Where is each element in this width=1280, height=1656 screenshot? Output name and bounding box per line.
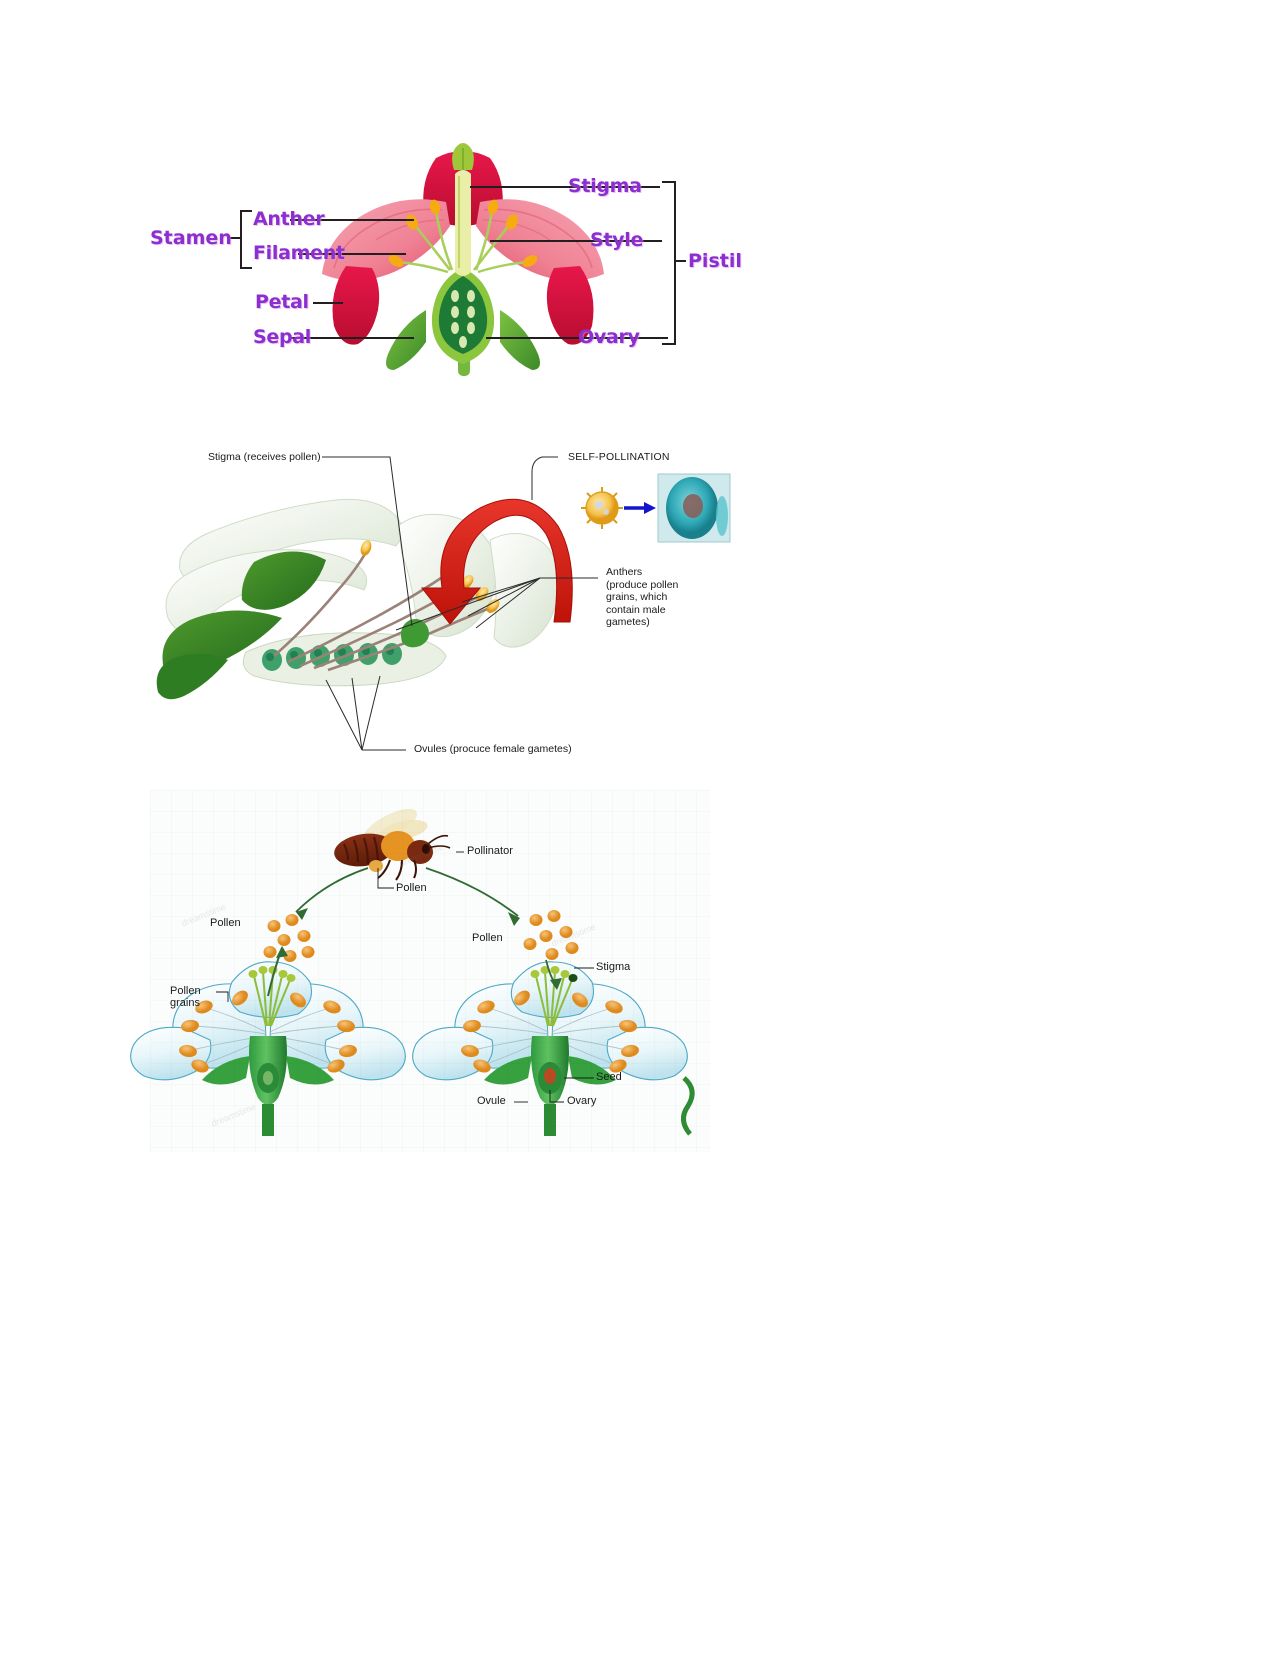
label-stigma: Stigma [568, 175, 642, 197]
leader-petal [313, 302, 343, 304]
pollen-cloud-left [263, 914, 315, 962]
label-sepal: Sepal [253, 326, 312, 348]
ovules [451, 290, 475, 348]
leader-stigma [470, 186, 660, 188]
label-pollinator: Pollinator [467, 845, 513, 857]
blue-arrow-icon [624, 502, 656, 514]
anther [522, 255, 538, 267]
anther [505, 214, 519, 230]
anther [487, 199, 499, 215]
label-pollen-on-bee: Pollen [396, 882, 427, 894]
leader-anther [290, 219, 414, 221]
flower-right [412, 961, 688, 1136]
bracket-stamen [240, 210, 252, 269]
sepal-left [386, 310, 426, 370]
pollen-grains-left [179, 990, 357, 1073]
label-self-pollination-title: SELF-POLLINATION [568, 451, 670, 463]
label-ovary: Ovary [567, 1095, 597, 1107]
label-seed: Seed [596, 1071, 622, 1083]
self-pollination-arrow [420, 498, 573, 625]
micrograph-thumbnail [657, 473, 731, 543]
stem-curl [681, 1076, 695, 1136]
pollen-grains-right [461, 990, 639, 1073]
label-pistil: Pistil [688, 250, 742, 272]
pollen-transfer-arrows [295, 867, 519, 917]
label-anthers-description: Anthers (produce pollen grains, which co… [606, 566, 679, 628]
leader-lines [322, 456, 598, 751]
pollen-cloud-right [523, 910, 579, 960]
anther [405, 214, 419, 230]
label-anther: Anther [253, 208, 325, 230]
petal-lower-left [332, 266, 380, 345]
leaf-upper [241, 551, 326, 610]
label-petal: Petal [255, 291, 309, 313]
label-pollen-right: Pollen [472, 932, 503, 944]
label-ovule: Ovule [477, 1095, 506, 1107]
stamens [388, 199, 538, 274]
leader-filament [298, 253, 406, 255]
petal-lower-right [546, 266, 594, 345]
arrowhead-release [276, 946, 288, 958]
leader-style [490, 240, 662, 242]
arrowhead-left [296, 908, 308, 920]
anther [429, 199, 441, 215]
leaf-bottom [156, 653, 228, 700]
petal-left [322, 199, 450, 281]
seed [544, 1068, 556, 1084]
bracket-pistil [662, 181, 676, 345]
bracket-pistil-tick [674, 260, 686, 262]
self-pollination-illustration [156, 456, 731, 751]
flower-anatomy-illustration [322, 143, 604, 376]
label-pollen-left: Pollen [210, 917, 241, 929]
figure-self-pollination: Stigma (receives pollen) SELF-POLLINATIO… [150, 430, 731, 775]
label-pollen-grains: Pollen grains [170, 985, 201, 1009]
cross-pollination-illustration [130, 808, 695, 1136]
bee-pollinator [334, 808, 451, 881]
pollen-grain-icon [581, 487, 623, 529]
bracket-stamen-tick [230, 237, 241, 239]
label-ovules-description: Ovules (procuce female gametes) [414, 743, 572, 755]
label-filament: Filament [253, 242, 345, 264]
figure-flower-anatomy: Stamen Anther Filament Petal Sepal Stigm… [150, 140, 742, 380]
fig3-leader-lines [216, 851, 594, 1103]
anther [388, 255, 404, 267]
label-stamen: Stamen [150, 227, 232, 249]
sepal-right [500, 310, 540, 370]
label-style: Style [590, 229, 644, 251]
label-stigma: Stigma [596, 961, 631, 973]
arrowhead-right [508, 912, 520, 926]
leader-sepal [290, 337, 414, 339]
arrowhead-deposit [550, 978, 562, 990]
ovary-chamber [438, 276, 488, 354]
leader-ovary [486, 337, 668, 339]
style-column [455, 170, 471, 276]
label-ovary: Ovary [578, 326, 640, 348]
figure-cross-pollination: Pollinator Pollen Pollen Pollen Pollen g… [130, 790, 710, 1152]
label-stigma-receives-pollen: Stigma (receives pollen) [208, 451, 321, 463]
